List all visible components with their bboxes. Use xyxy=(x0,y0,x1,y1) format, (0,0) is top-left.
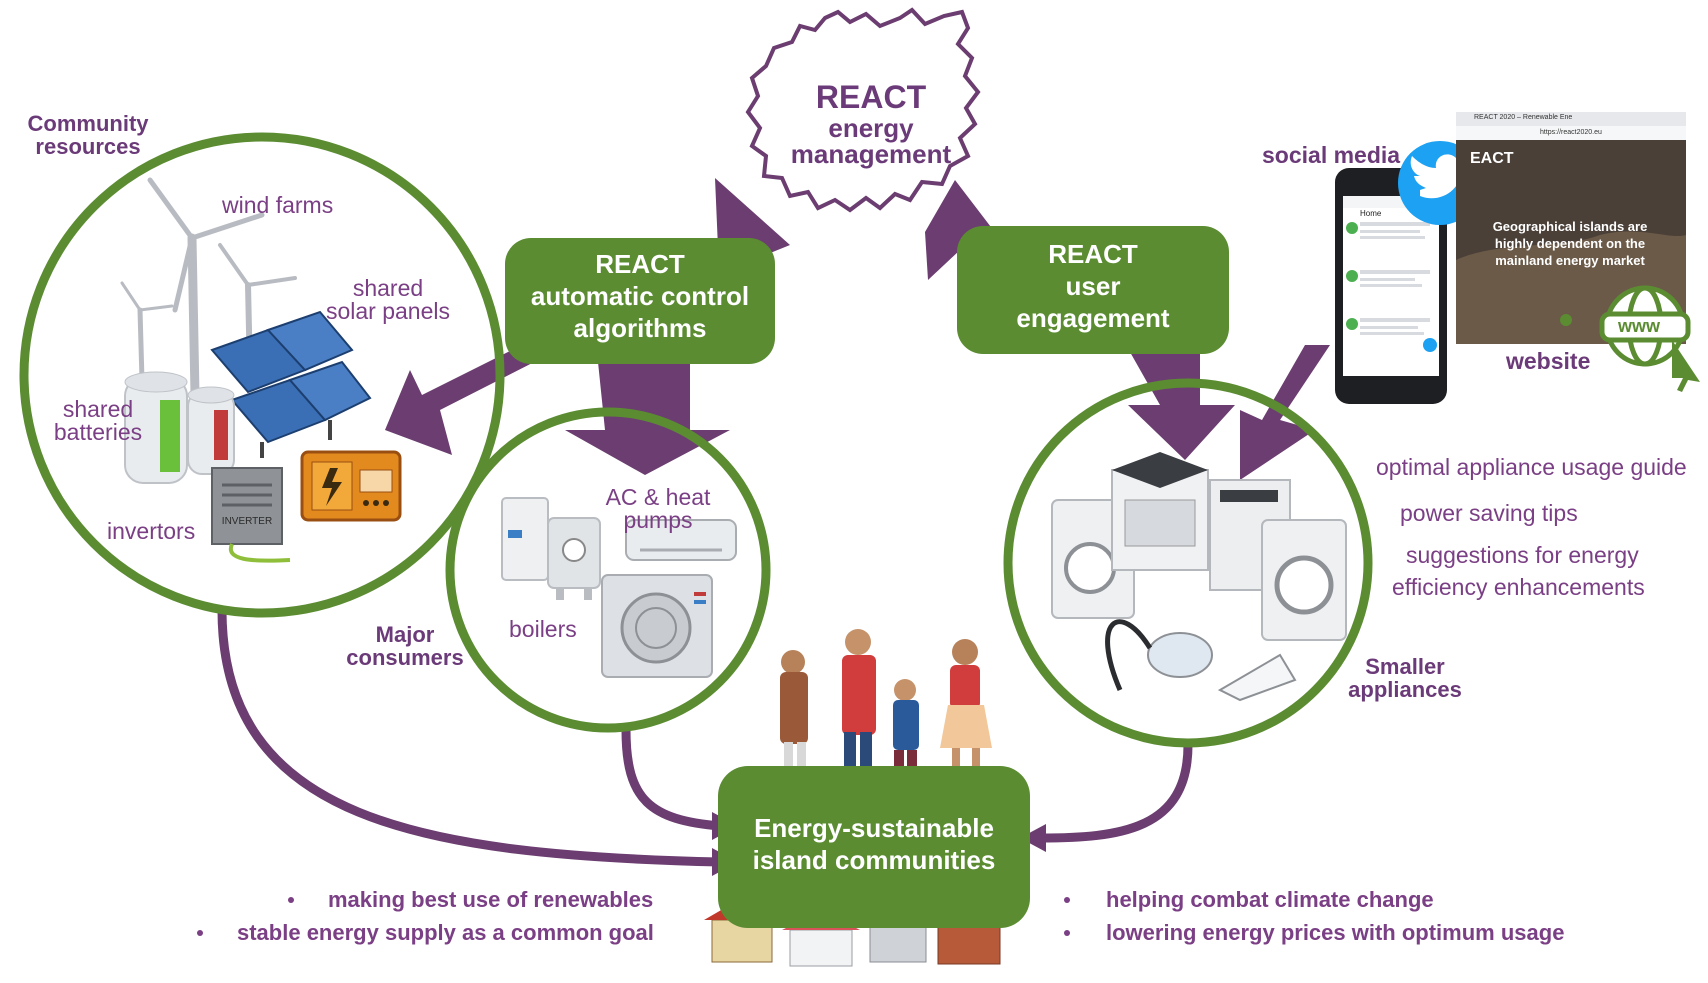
bullet-dot-right-2 xyxy=(1064,930,1070,936)
label-boilers: boilers xyxy=(509,616,577,642)
header-community-resources-line2: resources xyxy=(35,134,141,159)
arrowhead-communities-right xyxy=(1020,824,1046,852)
label-social-media: social media xyxy=(1262,142,1401,168)
bullet-dot-right-1 xyxy=(1064,897,1070,903)
cloud-line-energy: energy xyxy=(828,113,914,143)
inverter-icon xyxy=(211,467,291,563)
header-major-consumers: Major consumers xyxy=(345,623,465,669)
box-algorithms-line2: automatic control xyxy=(530,281,750,311)
box-automatic-control-algorithms: REACT automatic control algorithms xyxy=(505,238,775,364)
label-batteries-line2: batteries xyxy=(53,419,143,445)
ac-unit-icon xyxy=(601,519,737,678)
website-logo: EACT xyxy=(1470,150,1514,167)
arrow-algorithms-to-resources xyxy=(385,342,548,455)
box-communities-line2: island communities xyxy=(752,845,996,875)
label-batteries-line1: shared xyxy=(62,396,134,422)
label-ac-line2: pumps xyxy=(623,507,693,533)
box-engagement-line2: user xyxy=(1065,271,1121,301)
label-solar-panels: shared solar panels xyxy=(318,277,458,323)
website-tab-title: REACT 2020 – Renewable Ene xyxy=(1474,114,1573,121)
label-batteries: shared batteries xyxy=(48,398,148,444)
engagement-item-usage-guide: optimal appliance usage guide xyxy=(1376,454,1687,480)
box-algorithms-line1: REACT xyxy=(595,249,685,279)
appliances-icon xyxy=(1051,452,1347,702)
label-solar-line1: shared xyxy=(352,275,424,301)
website-headline-line3: mainland energy market xyxy=(1495,253,1645,268)
bullet-climate-change: helping combat climate change xyxy=(1106,887,1434,912)
website-headline-line1: Geographical islands are xyxy=(1492,219,1648,234)
engagement-item-power-saving: power saving tips xyxy=(1400,500,1578,526)
connector-resources-to-communities xyxy=(217,609,721,867)
box-engagement-line3: engagement xyxy=(1016,303,1170,333)
header-smaller-appliances-line2: appliances xyxy=(1348,677,1462,702)
bullet-stable-supply: stable energy supply as a common goal xyxy=(237,920,654,945)
bullet-dot-left-1 xyxy=(288,897,294,903)
website-url: https://react2020.eu xyxy=(1540,129,1602,136)
header-major-consumers-line1: Major xyxy=(375,622,435,647)
website-headline-line2: highly dependent on the xyxy=(1494,236,1646,251)
battery-icon xyxy=(124,371,235,484)
phone-icon xyxy=(1335,168,1447,404)
arrow-engagement-to-appliances xyxy=(1128,352,1235,460)
label-ac-line1: AC & heat xyxy=(605,484,711,510)
cloud-shape xyxy=(745,7,981,213)
box-user-engagement: REACT user engagement xyxy=(957,226,1229,354)
generator-icon xyxy=(300,450,402,522)
box-island-communities: Energy-sustainable island communities xyxy=(718,766,1030,928)
engagement-item-suggestions: suggestions for energy xyxy=(1406,542,1639,568)
wind-turbine-icon xyxy=(120,177,297,400)
circle-smaller-appliances xyxy=(1003,378,1373,748)
circle-community-resources xyxy=(19,132,505,618)
bullet-renewables: making best use of renewables xyxy=(328,887,654,912)
cloud-title: REACT xyxy=(815,79,927,115)
cloud-line-management: management xyxy=(790,139,952,169)
label-solar-line2: solar panels xyxy=(325,298,451,324)
connector-appliances-to-communities xyxy=(1039,744,1193,843)
www-text: www xyxy=(1618,316,1661,336)
inverter-plate-text: INVERTER xyxy=(221,516,273,527)
www-globe-icon xyxy=(1599,285,1691,367)
bullet-dot-left-2 xyxy=(197,930,203,936)
label-invertors: invertors xyxy=(107,518,196,544)
box-engagement-line1: REACT xyxy=(1048,239,1138,269)
header-community-resources-line1: Community xyxy=(27,111,149,136)
bullet-lower-prices: lowering energy prices with optimum usag… xyxy=(1106,920,1565,945)
connector-consumers-to-communities xyxy=(621,729,721,831)
phone-header: Home xyxy=(1360,209,1382,218)
label-ac-heat-pumps: AC & heat pumps xyxy=(598,486,718,532)
header-community-resources: Community resources xyxy=(18,112,158,158)
label-website: website xyxy=(1506,348,1591,374)
header-major-consumers-line2: consumers xyxy=(346,645,464,670)
boiler-icon xyxy=(501,497,601,600)
header-smaller-appliances-line1: Smaller xyxy=(1365,654,1445,679)
website-headline: Geographical islands are highly dependen… xyxy=(1470,218,1670,269)
solar-panel-icon xyxy=(210,310,372,458)
box-communities-line1: Energy-sustainable xyxy=(754,813,994,843)
engagement-item-efficiency: efficiency enhancements xyxy=(1392,574,1645,600)
header-smaller-appliances: Smaller appliances xyxy=(1340,655,1470,701)
box-algorithms-line3: algorithms xyxy=(573,313,707,343)
circle-major-consumers xyxy=(445,407,771,733)
cursor-icon xyxy=(1672,340,1700,392)
label-wind-farms: wind farms xyxy=(222,192,334,218)
